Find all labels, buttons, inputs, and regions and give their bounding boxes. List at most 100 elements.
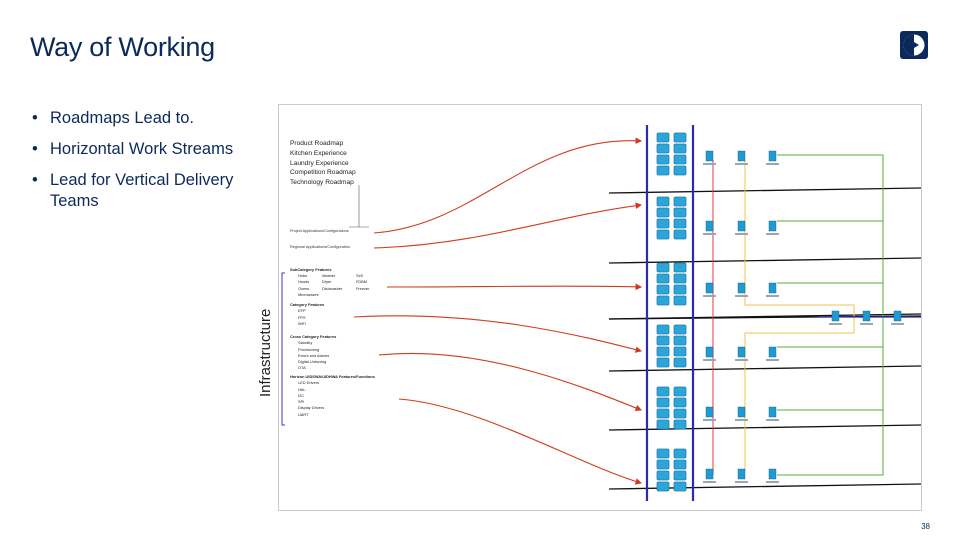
component-caption: [766, 419, 779, 421]
device-icon: [656, 196, 670, 207]
feature-item: Hoods: [298, 279, 310, 285]
device-icon: [656, 386, 670, 397]
bullet-item: Roadmaps Lead to.: [30, 108, 260, 129]
component-caption: [735, 163, 748, 165]
roadmap-item: Competition Roadmap: [290, 169, 356, 177]
feature-item: Washer: [322, 273, 336, 278]
feature-item: Microwaves: [298, 291, 319, 297]
device-icon: [656, 324, 670, 335]
component-caption: [891, 323, 904, 325]
component-box: [862, 310, 871, 322]
device-icon: [656, 154, 670, 165]
device-icon: [673, 397, 687, 408]
device-icon: [673, 386, 687, 397]
component-caption: [703, 163, 716, 165]
device-icon: [673, 132, 687, 143]
device-icon: [673, 295, 687, 306]
stream-line: [608, 257, 921, 264]
component-caption: [735, 233, 748, 235]
component-box: [768, 346, 777, 358]
feature-item: OTA: [298, 365, 306, 371]
component-box: [705, 406, 714, 418]
feature-item: EFP: [298, 308, 306, 314]
component-box: [737, 346, 746, 358]
bullet-item: Horizontal Work Streams: [30, 139, 260, 160]
device-icon: [673, 470, 687, 481]
device-icon: [656, 273, 670, 284]
device-icon: [656, 470, 670, 481]
device-icon: [656, 357, 670, 368]
device-icon: [656, 132, 670, 143]
feature-item: FDBM: [356, 279, 368, 285]
device-icon: [673, 165, 687, 176]
device-icon: [673, 143, 687, 154]
component-caption: [735, 359, 748, 361]
feature-item: Freezer: [356, 285, 370, 291]
roadmap-list: Product Roadmap Kitchen Experience Laund…: [290, 139, 356, 188]
feature-item: Digital Unboxing: [298, 359, 327, 365]
device-icon: [656, 165, 670, 176]
device-icon: [673, 262, 687, 273]
subcategory-col2: Washer Dryer Dishwasher: [322, 273, 342, 292]
device-icon: [673, 481, 687, 492]
roadmap-item: Product Roadmap: [290, 140, 344, 147]
red-arrow: [378, 352, 643, 412]
device-icon: [673, 335, 687, 346]
feature-item: Dishwasher: [322, 285, 343, 291]
component-caption: [703, 233, 716, 235]
bullet-item: Lead for Vertical Delivery Teams: [30, 170, 260, 212]
device-icon: [656, 284, 670, 295]
feature-item: SPI: [298, 399, 305, 405]
red-arrow: [353, 315, 643, 353]
roadmap-item: Kitchen Experience: [290, 149, 347, 157]
feature-item: Display Drivers: [298, 405, 325, 411]
roadmap-item: Technology Roadmap: [290, 179, 354, 187]
feature-item: FPS: [298, 314, 306, 320]
feature-item: Standby: [298, 340, 313, 346]
component-box: [737, 220, 746, 232]
roadmap-item: Laundry Experience: [290, 159, 349, 167]
feature-item: UART: [298, 411, 309, 417]
subcategory-col3: SxS FDBM Freezer: [356, 273, 369, 292]
device-icon: [656, 143, 670, 154]
device-icon: [673, 448, 687, 459]
component-box: [737, 150, 746, 162]
stream-line: [608, 483, 921, 490]
red-arrow: [373, 202, 643, 249]
diagram-canvas: [281, 125, 921, 501]
component-caption: [735, 481, 748, 483]
infrastructure-bracket: [281, 272, 285, 426]
subcategory-block: SubCategory Features: [290, 267, 332, 273]
device-icon: [656, 346, 670, 357]
device-icon: [673, 154, 687, 165]
device-icon: [673, 273, 687, 284]
component-box: [737, 468, 746, 480]
cross-category-block: Cross Category Features Standby Provisio…: [290, 334, 336, 372]
feature-item: Hobs: [298, 273, 308, 278]
device-icon: [673, 324, 687, 335]
component-box: [768, 468, 777, 480]
component-box: [705, 346, 714, 358]
electrolux-logo-icon: [900, 31, 928, 59]
component-caption: [703, 481, 716, 483]
feature-item: WiFi: [298, 320, 306, 326]
component-box: [768, 150, 777, 162]
component-box: [737, 282, 746, 294]
device-icon: [656, 408, 670, 419]
component-caption: [703, 295, 716, 297]
red-arrow: [386, 283, 643, 291]
horizon-heading: Horizon UIDSWA/UIDHWA Features/Functions: [290, 374, 375, 379]
device-icon: [656, 335, 670, 346]
component-caption: [860, 323, 873, 325]
device-icon: [656, 448, 670, 459]
component-caption: [735, 419, 748, 421]
feature-item: Ovens: [298, 285, 310, 291]
slide-title: Way of Working: [30, 32, 215, 62]
feature-item: HAL: [298, 386, 306, 392]
component-caption: [766, 233, 779, 235]
feature-item: LED Drivers: [298, 380, 319, 386]
red-arrow: [373, 137, 643, 234]
component-caption: [703, 419, 716, 421]
component-box: [831, 310, 840, 322]
workflow-diagram: [278, 104, 922, 511]
